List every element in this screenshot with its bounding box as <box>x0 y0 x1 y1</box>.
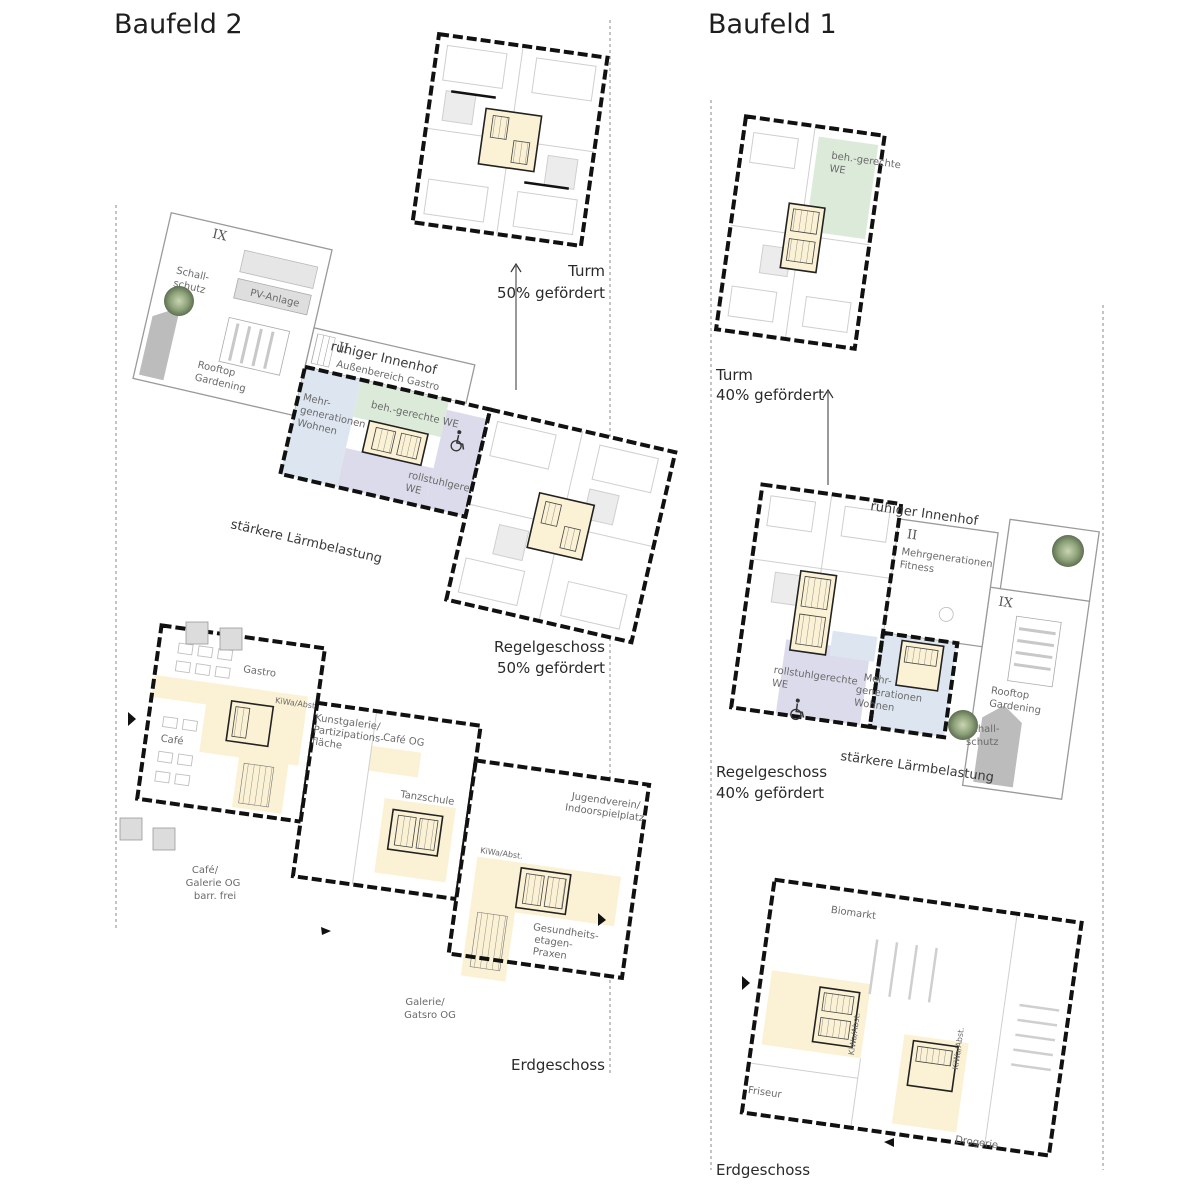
baufeld-1-tower-plan: beh.-gerechte WE <box>713 114 901 351</box>
baufeld-2-ground-plan: Gastro Café KiWa/Abst. Café OG Kunstgale… <box>134 623 652 982</box>
gallery-line-3: fläche <box>311 736 343 751</box>
baufeld-1-wheelchair-icon <box>790 698 805 721</box>
baufeld-1-regular-label: Regelgeschoss <box>716 763 827 781</box>
baufeld-2-entrance-markers <box>128 712 606 935</box>
baufeld-1-barrier-free-line-2: WE <box>829 164 847 177</box>
cafe-gallery-line-2: Galerie OG <box>186 878 241 889</box>
baufeld-1-tree-icon-2 <box>948 710 978 740</box>
fitness-line-2: Fitness <box>899 559 935 575</box>
gallery-gastro-line-2: Gatsro OG <box>404 1010 456 1021</box>
baufeld-2-trees <box>119 621 243 851</box>
baufeld-2-tower-share: 50% gefördert <box>497 284 605 302</box>
hairdresser-label: Friseur <box>747 1085 783 1101</box>
guide-lines <box>115 20 1104 1170</box>
baufeld-1-tower-label: Turm <box>715 366 753 384</box>
baufeld-2-tower-plan <box>410 31 610 249</box>
baufeld-2-noise-side-label: stärkere Lärmbelastung <box>229 517 383 566</box>
baufeld-1-ground-plan: Biomarkt Friseur Drogerie KiWa/Abst. KiW… <box>739 877 1084 1158</box>
cafe-gallery-line-1: Café/ <box>192 864 219 876</box>
baufeld-1-entrance-markers <box>742 976 894 1147</box>
baufeld-1-regular-share: 40% gefördert <box>716 784 824 802</box>
baufeld-1-multigen-line-1: Mehr- <box>863 673 893 688</box>
cafe-og-label: Café OG <box>382 731 425 749</box>
gallery-gastro-line-1: Galerie/ <box>405 997 445 1008</box>
baufeld-2-arrow <box>510 262 522 390</box>
baufeld-2-ground-label: Erdgeschoss <box>511 1056 605 1074</box>
baufeld-2-tower-label: Turm <box>567 262 605 280</box>
baufeld-1-noise-line-1: Schall- <box>966 724 1000 735</box>
baufeld-1-noise-line-2: schutz <box>966 737 999 748</box>
health-line-2: etagen- <box>534 934 574 950</box>
baufeld-1-tower-share: 40% gefördert <box>716 386 824 404</box>
baufeld-1-wheelchair-line-2: WE <box>771 678 789 691</box>
baufeld-2-wheelchair-line-2: WE <box>404 483 422 497</box>
baufeld-2-regular-label: Regelgeschoss <box>494 638 605 656</box>
baufeld-2-regular-plan: IX PV-Anlage Schall- schutz Rooftop Gard… <box>132 211 678 645</box>
baufeld-2-tree-icon <box>164 286 194 316</box>
baufeld-1-ground-label: Erdgeschoss <box>716 1161 810 1179</box>
baufeld-1-garden-line-1: Rooftop <box>990 685 1030 701</box>
baufeld-1-tree-icon-1 <box>1052 535 1084 567</box>
gastro-label: Gastro <box>242 664 276 679</box>
baufeld-1-arrow <box>822 388 834 485</box>
cafe-gallery-line-3: barr. frei <box>194 891 236 902</box>
baufeld-2-title: Baufeld 2 <box>114 9 243 40</box>
baufeld-1-rooftop-storeys: IX <box>997 595 1014 612</box>
fitness-storeys: II <box>906 527 918 543</box>
cafe-label: Café <box>160 732 184 747</box>
wheelchair-icon <box>450 430 465 452</box>
baufeld-1-regular-plan: IX Rooftop Gardening II Mehrgenerationen… <box>728 482 1100 800</box>
health-line-3: Praxen <box>532 946 567 962</box>
baufeld-2-rooftop-storeys: IX <box>211 227 229 245</box>
baufeld-1-title: Baufeld 1 <box>708 9 837 40</box>
gastro-storeys: II <box>337 340 350 357</box>
baufeld-2-regular-share: 50% gefördert <box>497 659 605 677</box>
